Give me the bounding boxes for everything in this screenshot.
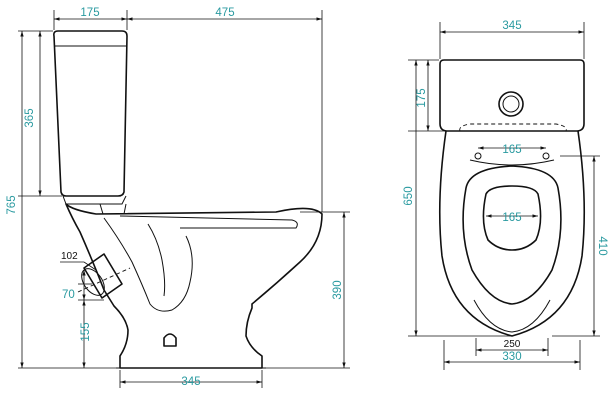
dim-seat-height: 390 — [332, 280, 344, 299]
dim-total-height: 765 — [6, 195, 18, 214]
base-outline — [473, 299, 551, 333]
dim-tank-width: 345 — [502, 20, 521, 32]
bowl-opening — [482, 185, 542, 251]
hinge-right — [542, 152, 550, 160]
top-view — [438, 59, 586, 337]
bowl-top-rim-dashed — [459, 123, 567, 132]
dim-base-inner-width: 250 — [504, 339, 521, 350]
side-view-dimensions: 175 475 365 765 102 70 155 345 390 — [6, 7, 350, 388]
floor-bolt-hole — [163, 333, 177, 347]
flush-button — [498, 91, 524, 117]
seat-outline — [462, 165, 562, 305]
side-view — [53, 30, 323, 369]
hinge-left — [474, 152, 482, 160]
dim-outlet-from-floor: 155 — [80, 322, 92, 341]
trapway-inner — [147, 223, 166, 297]
dim-base-outer-width: 330 — [502, 351, 521, 363]
dim-outlet-height: 70 — [62, 289, 75, 301]
dim-hinge-spacing: 165 — [502, 144, 521, 156]
dim-top-left: 175 — [80, 7, 99, 19]
top-view-dimensions: 345 175 650 165 165 410 250 330 — [403, 20, 608, 370]
hinge-bar — [469, 159, 555, 166]
outlet-centerline — [77, 267, 131, 293]
dim-outlet-size: 102 — [61, 251, 78, 262]
dim-inner-width: 165 — [502, 212, 521, 224]
tank-bowl-joint — [62, 195, 127, 205]
dim-top-right: 475 — [215, 7, 234, 19]
outlet-pipe — [83, 253, 123, 299]
bowl-outline — [65, 203, 323, 369]
seat-line — [119, 215, 298, 229]
dim-bowl-depth: 410 — [596, 236, 608, 255]
dim-tank-depth: 175 — [416, 88, 428, 107]
tank-bowl-joint-lower — [99, 203, 127, 215]
cistern-outline — [53, 30, 128, 197]
dim-tank-height: 365 — [24, 108, 36, 127]
dim-total-depth: 650 — [403, 186, 415, 205]
dim-base-width: 345 — [181, 376, 200, 388]
trapway-outline — [103, 217, 193, 312]
bowl-top-outline — [438, 130, 586, 337]
flush-button-inner — [502, 95, 520, 113]
cistern-top-outline — [439, 59, 585, 132]
